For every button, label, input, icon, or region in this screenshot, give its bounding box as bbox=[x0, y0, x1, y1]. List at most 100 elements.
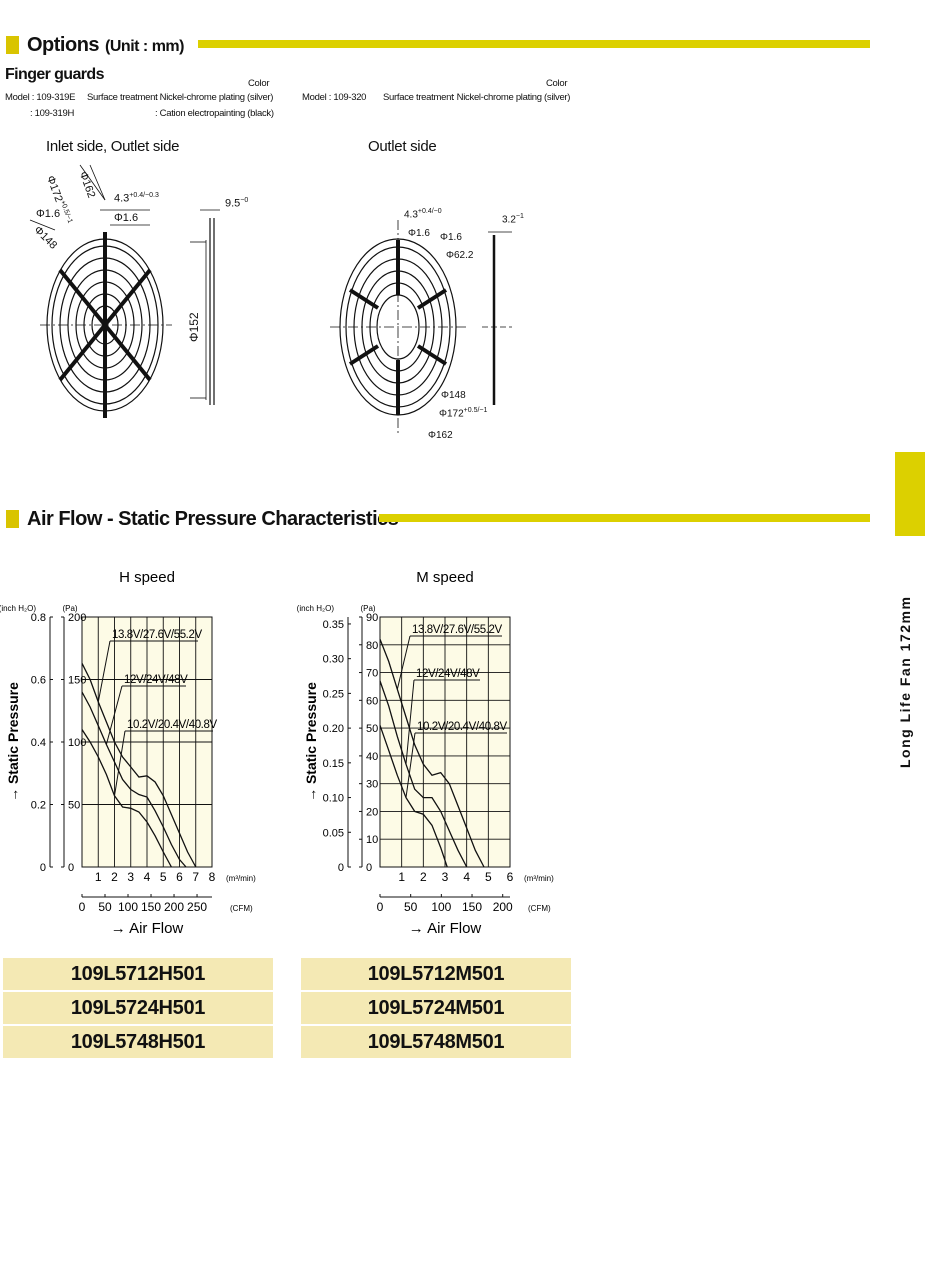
series-label: 10.2V/20.4V/40.8V bbox=[127, 719, 217, 731]
series-label: 12V/24V/48V bbox=[124, 674, 188, 686]
model-line-right-1: Model : 109-320 bbox=[302, 92, 367, 103]
y-tick-pa: 70 bbox=[366, 668, 378, 680]
y-tick-pa: 80 bbox=[366, 640, 378, 652]
dim-right-d148: Φ148 bbox=[441, 390, 466, 401]
leader-line bbox=[405, 679, 415, 765]
side-tab bbox=[895, 452, 925, 536]
leader-line bbox=[105, 685, 123, 745]
model-number: 109L5712H501 bbox=[70, 962, 206, 985]
dim-left-d43: 4.3+0.4/−0.3 bbox=[114, 192, 159, 205]
model-line-left-1: Model : 109-319E bbox=[5, 92, 76, 103]
y-axis-label: → Static Pressure bbox=[5, 682, 21, 802]
dim-left-d16a: Φ1.6 bbox=[36, 208, 61, 220]
dim-right-d32: 3.2−1 bbox=[502, 213, 524, 226]
y-tick-pa: 40 bbox=[366, 751, 378, 763]
guard-drawing-right bbox=[330, 220, 466, 435]
treatment-label-left: Surface treatment bbox=[87, 92, 158, 103]
model-number: 109L5712M501 bbox=[367, 962, 505, 985]
leader-line bbox=[405, 732, 416, 798]
series-label: 12V/24V/48V bbox=[416, 668, 480, 680]
x-tick-cfm: 200 bbox=[164, 900, 184, 914]
x-tick-cfm: 250 bbox=[187, 900, 207, 914]
y-tick-inch: 0.05 bbox=[323, 827, 344, 839]
x-tick-cfm: 200 bbox=[493, 900, 513, 914]
color-header-right: Color bbox=[546, 78, 568, 89]
dim-right-d16a: Φ1.6 bbox=[408, 228, 430, 239]
y-tick-inch: 0 bbox=[40, 862, 46, 874]
dim-left-d16b: Φ1.6 bbox=[114, 212, 139, 224]
dim-right-d43: 4.3+0.4/−0 bbox=[404, 208, 442, 221]
leader-line bbox=[97, 640, 111, 703]
treatment-label-right: Surface treatment bbox=[383, 92, 454, 103]
x-tick-m3: 6 bbox=[507, 870, 514, 884]
model-number: 109L5748H501 bbox=[3, 1024, 273, 1058]
x-tick-cfm: 0 bbox=[377, 900, 384, 914]
leader-line bbox=[114, 730, 126, 796]
x-tick-m3: 4 bbox=[144, 870, 151, 884]
series-line bbox=[379, 725, 448, 868]
y-tick-pa: 50 bbox=[366, 723, 378, 735]
dim-right-d16b: Φ1.6 bbox=[440, 232, 462, 243]
x-tick-cfm: 0 bbox=[79, 900, 86, 914]
x-tick-m3: 1 bbox=[95, 870, 102, 884]
model-number: 109L5724H501 bbox=[3, 990, 273, 1024]
airflow-header: Air Flow - Static Pressure Characteristi… bbox=[6, 507, 399, 531]
x-unit-m3: (m³/min) bbox=[226, 874, 256, 883]
x-tick-m3: 5 bbox=[485, 870, 492, 884]
model-list-h: 109L5712H501 109L5724H501 109L5748H501 bbox=[3, 958, 273, 1058]
x-tick-cfm: 150 bbox=[462, 900, 482, 914]
y-tick-pa: 90 bbox=[366, 612, 378, 624]
drawing-title-left: Inlet side, Outlet side bbox=[46, 138, 180, 155]
x-tick-m3: 2 bbox=[420, 870, 427, 884]
dim-right-d172: Φ172+0.5/−1 bbox=[439, 407, 488, 420]
model-line-left-2: : 109-319H bbox=[30, 108, 75, 119]
y-tick-inch: 0.2 bbox=[31, 800, 46, 812]
y-unit-inch: (inch H₂O) bbox=[0, 604, 36, 613]
chart-title: H speed bbox=[119, 569, 175, 586]
guard-drawing-left bbox=[29, 164, 172, 418]
series-label: 13.8V/27.6V/55.2V bbox=[112, 629, 202, 641]
x-unit-cfm: (CFM) bbox=[528, 904, 551, 913]
y-unit-inch: (inch H₂O) bbox=[297, 604, 335, 613]
finger-guard-drawings bbox=[29, 164, 512, 435]
series-line bbox=[81, 691, 187, 868]
drawing-title-right: Outlet side bbox=[368, 138, 437, 155]
section-marker bbox=[6, 36, 19, 54]
dim-right-d162: Φ162 bbox=[428, 430, 453, 441]
chart-title: M speed bbox=[416, 569, 474, 586]
y-tick-inch: 0.25 bbox=[323, 688, 344, 700]
treatment-line-right-1: : Nickel-chrome plating (silver) bbox=[452, 92, 571, 103]
chart-h-speed: H speed(inch H₂O)(Pa)05010015020000.20.4… bbox=[0, 569, 256, 937]
dim-left-d95: 9.5−0 bbox=[225, 197, 249, 210]
y-tick-pa: 30 bbox=[366, 779, 378, 791]
series-label: 10.2V/20.4V/40.8V bbox=[417, 721, 507, 733]
options-rule bbox=[198, 40, 870, 48]
y-tick-pa: 20 bbox=[366, 806, 378, 818]
x-unit-cfm: (CFM) bbox=[230, 904, 253, 913]
model-list-m: 109L5712M501 109L5724M501 109L5748M501 bbox=[301, 958, 571, 1058]
x-axis-label: → Air Flow bbox=[111, 920, 184, 937]
y-tick-inch: 0.20 bbox=[323, 723, 344, 735]
series-line bbox=[379, 680, 468, 868]
dim-right-d622: Φ62.2 bbox=[446, 250, 474, 261]
x-tick-cfm: 50 bbox=[98, 900, 112, 914]
guard-side-right bbox=[482, 231, 512, 405]
y-tick-pa: 0 bbox=[366, 862, 372, 874]
y-unit-pa: (Pa) bbox=[62, 604, 77, 613]
series-line bbox=[81, 729, 172, 868]
x-tick-m3: 5 bbox=[160, 870, 167, 884]
leader-line bbox=[396, 635, 411, 690]
y-tick-pa: 10 bbox=[366, 834, 378, 846]
y-tick-inch: 0.30 bbox=[323, 654, 344, 666]
dim-left-d152: Φ152 bbox=[187, 312, 201, 342]
options-unit: (Unit : mm) bbox=[105, 37, 184, 55]
x-tick-cfm: 100 bbox=[118, 900, 138, 914]
x-tick-m3: 6 bbox=[176, 870, 183, 884]
treatment-line-left-2: : Cation electropainting (black) bbox=[155, 108, 274, 119]
x-tick-cfm: 50 bbox=[404, 900, 418, 914]
side-tab-label: Long Life Fan 172mm bbox=[897, 595, 913, 768]
y-tick-inch: 0 bbox=[338, 862, 344, 874]
options-title: Options bbox=[27, 33, 100, 56]
airflow-rule bbox=[379, 514, 870, 522]
x-tick-m3: 8 bbox=[209, 870, 216, 884]
